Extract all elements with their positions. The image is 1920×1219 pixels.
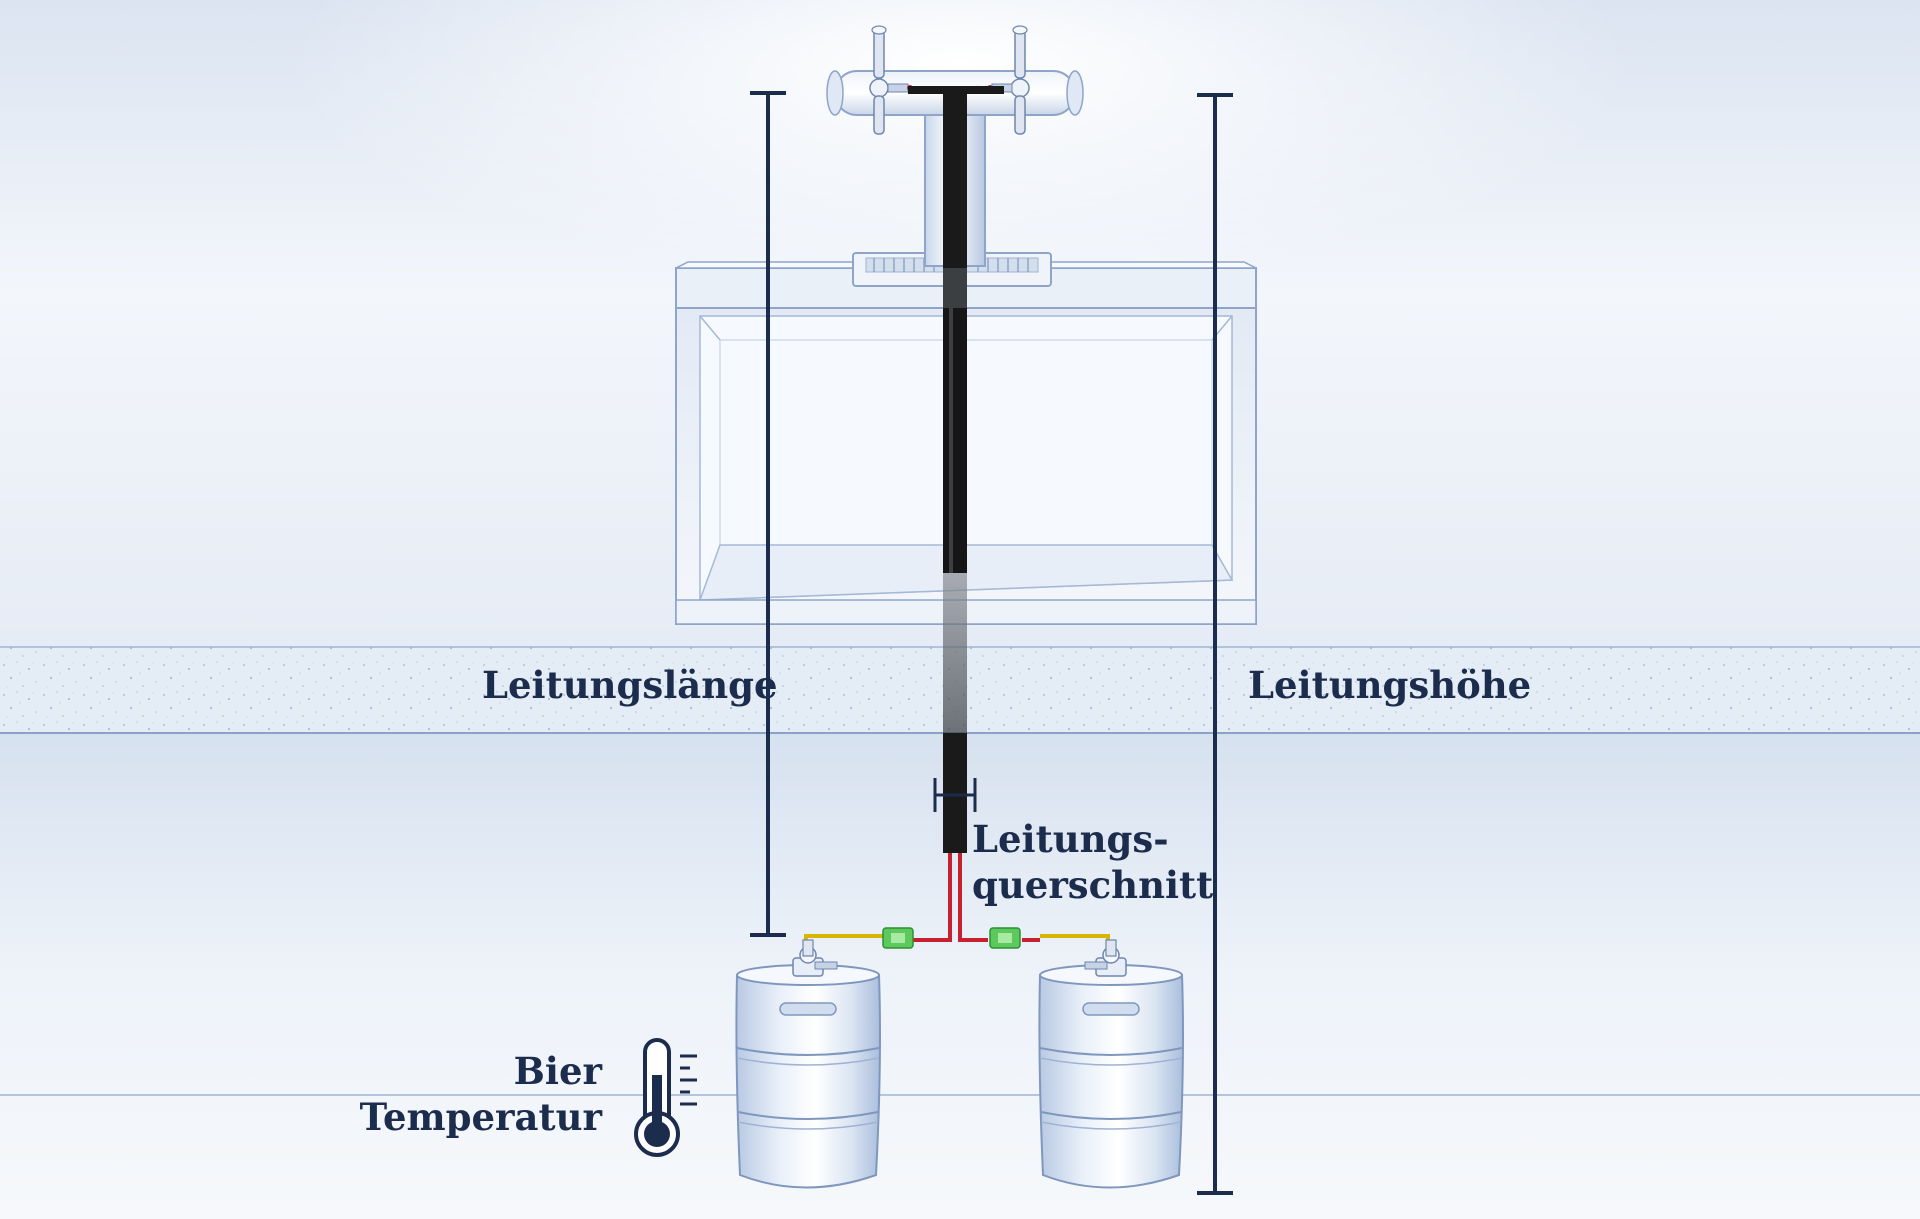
beer-keg-icon [735, 939, 881, 1189]
left-faucet [869, 25, 913, 135]
height-measure-bar [1197, 93, 1233, 1195]
beer-keg-icon [1038, 939, 1184, 1189]
line-coupling [933, 778, 977, 812]
beer-temperature-label-line1: Bier [513, 1049, 602, 1093]
length-measure-bar [750, 91, 786, 937]
python-line [908, 86, 1004, 853]
thermometer-icon [634, 1038, 697, 1157]
line-cross-section-label-line1: Leitungs- [972, 817, 1169, 861]
line-length-label: Leitungslänge [482, 663, 778, 707]
couplers [882, 927, 1021, 949]
beer-lines [883, 853, 1040, 942]
beer-temperature-label-line2: Temperatur [359, 1095, 602, 1139]
line-cross-section-label-line2: querschnitt [972, 863, 1214, 907]
line-height-label: Leitungshöhe [1248, 663, 1532, 707]
line-cross-section-label: Leitungs- querschnitt [972, 816, 1213, 908]
beer-temperature-label: Bier Temperatur [360, 1048, 602, 1140]
